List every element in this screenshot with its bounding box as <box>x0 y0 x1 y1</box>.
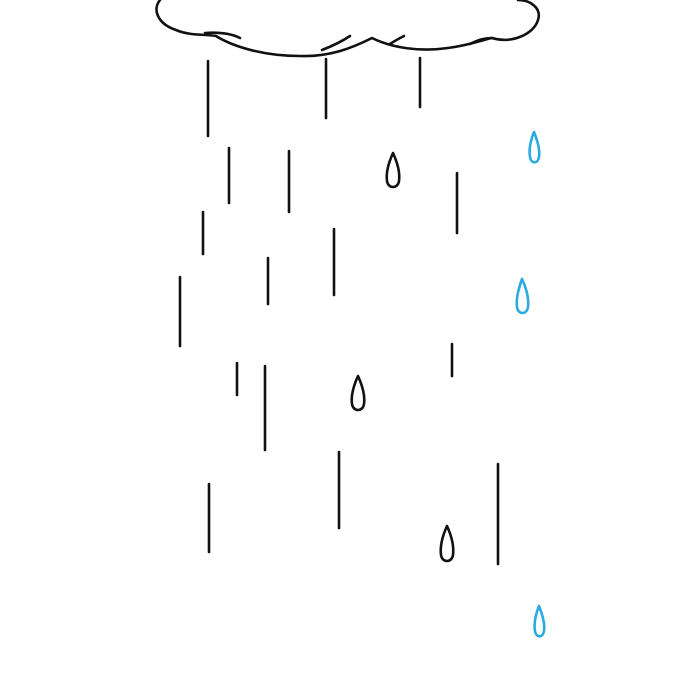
raindrop-icon <box>385 151 401 189</box>
raindrop-icon <box>350 374 366 412</box>
raindrop-icon <box>439 524 455 563</box>
cloud-icon <box>155 0 541 58</box>
cloud-inner-line-far <box>468 36 494 46</box>
raindrop-icon <box>515 277 530 315</box>
raindrop-icon <box>533 604 546 638</box>
cloud-outline <box>155 0 541 58</box>
cloud-inner-line-left <box>203 31 242 40</box>
raindrops-outline <box>350 151 455 563</box>
cloud-inner-line-right <box>388 34 406 46</box>
raindrop-icon <box>528 130 541 164</box>
cloud-inner-line-mid <box>320 34 352 52</box>
rain-streaks <box>178 56 500 566</box>
raindrops-blue <box>515 130 546 638</box>
